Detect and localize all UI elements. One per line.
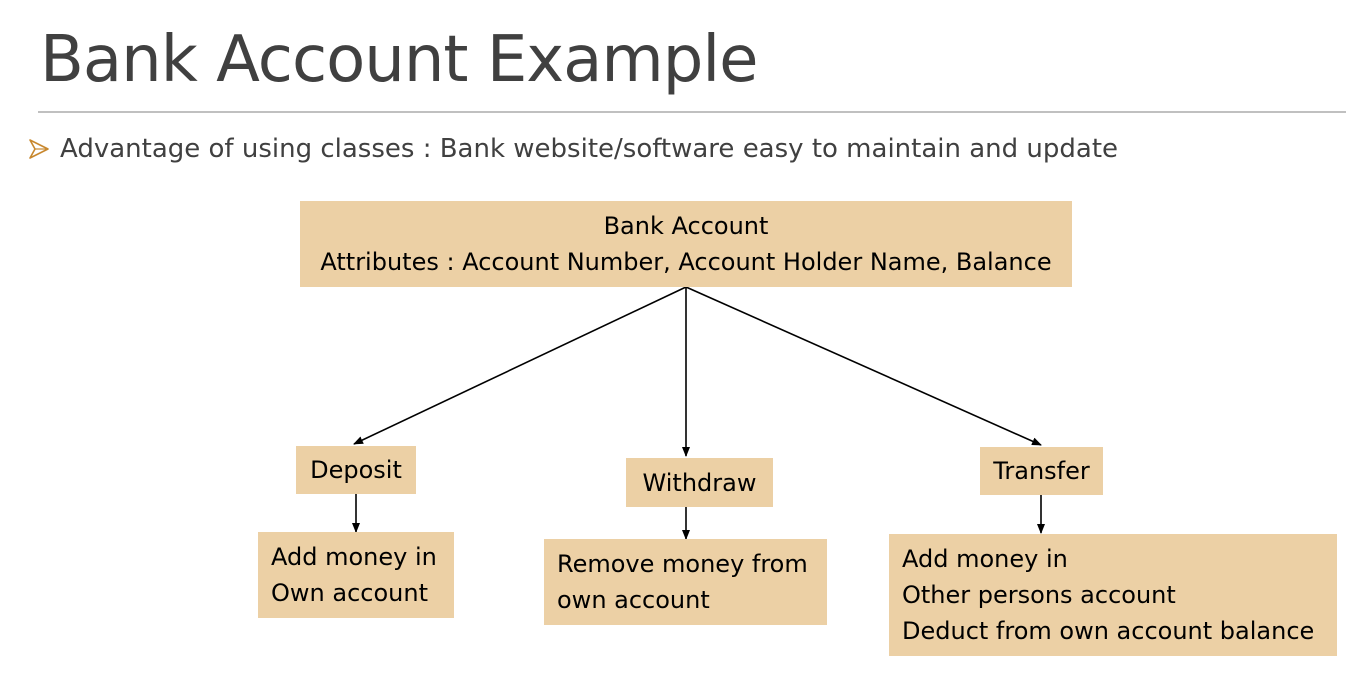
deposit-description-line: Add money in: [271, 543, 437, 571]
deposit-description-line: Own account: [271, 579, 428, 607]
bullet-text: Advantage of using classes : Bank websit…: [60, 134, 1119, 164]
class-name: Bank Account: [603, 212, 769, 240]
title-divider: [38, 111, 1346, 113]
connector-root-deposit: [353, 286, 687, 445]
transfer-label: Transfer: [993, 457, 1090, 485]
slide-title: Bank Account Example: [40, 23, 758, 97]
withdraw-method-box: Withdraw: [626, 458, 773, 507]
bank-account-class-box: Bank Account Attributes : Account Number…: [300, 201, 1072, 287]
withdraw-description-line: own account: [557, 586, 710, 614]
arrow-bullet-icon: [29, 139, 49, 159]
deposit-description-box: Add money in Own account: [258, 532, 454, 618]
connector-root-transfer: [685, 286, 1042, 446]
transfer-description-line: Other persons account: [902, 581, 1176, 609]
transfer-description-box: Add money in Other persons account Deduc…: [889, 534, 1337, 656]
bullet-point: Advantage of using classes : Bank websit…: [28, 130, 1118, 168]
class-attributes: Attributes : Account Number, Account Hol…: [320, 248, 1052, 276]
deposit-method-box: Deposit: [296, 446, 416, 494]
transfer-description-line: Deduct from own account balance: [902, 617, 1315, 645]
transfer-method-box: Transfer: [980, 447, 1103, 495]
withdraw-label: Withdraw: [642, 468, 757, 497]
transfer-description-line: Add money in: [902, 545, 1068, 573]
withdraw-description-box: Remove money from own account: [544, 539, 827, 625]
deposit-label: Deposit: [310, 456, 402, 484]
withdraw-description-line: Remove money from: [557, 550, 808, 578]
